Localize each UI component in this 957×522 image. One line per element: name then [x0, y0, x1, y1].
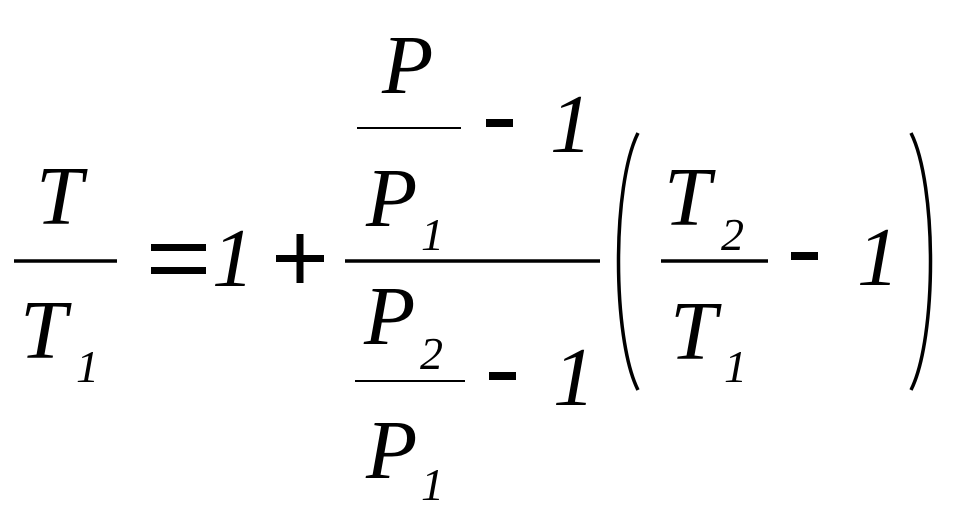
inner-den-denominator-base: P — [365, 404, 417, 497]
inner-den-minus — [489, 372, 516, 380]
inner-num-minus — [486, 119, 513, 127]
lhs-denominator-base: T — [20, 284, 72, 377]
constant-one: 1 — [212, 212, 254, 305]
paren-minus — [791, 252, 818, 260]
paren-content: T 2 T 1 1 — [661, 151, 899, 392]
right-parenthesis — [909, 132, 933, 391]
inner-num-denominator-base: P — [365, 152, 417, 245]
big-fraction-denominator: P 2 P 1 1 — [355, 270, 595, 510]
paren-denominator-sub: 1 — [724, 341, 747, 392]
plus-sign — [276, 234, 324, 283]
lhs-fraction: T T 1 — [14, 150, 117, 392]
equals-sign — [151, 244, 206, 274]
paren-one: 1 — [857, 211, 899, 304]
inner-den-one: 1 — [553, 331, 595, 424]
big-fraction-numerator: P P 1 1 — [357, 19, 592, 260]
inner-den-numerator-base: P — [363, 270, 415, 363]
inner-num-numerator: P — [381, 19, 433, 112]
inner-num-denominator-sub: 1 — [421, 209, 444, 260]
lhs-denominator-sub: 1 — [76, 341, 99, 392]
lhs-numerator: T — [36, 150, 88, 243]
paren-denominator-base: T — [670, 285, 722, 378]
paren-numerator-sub: 2 — [721, 209, 744, 260]
left-parenthesis — [616, 132, 640, 391]
inner-den-numerator-sub: 2 — [420, 328, 443, 379]
paren-numerator-base: T — [664, 151, 716, 244]
inner-num-one: 1 — [550, 78, 592, 171]
inner-den-denominator-sub: 1 — [421, 459, 444, 510]
